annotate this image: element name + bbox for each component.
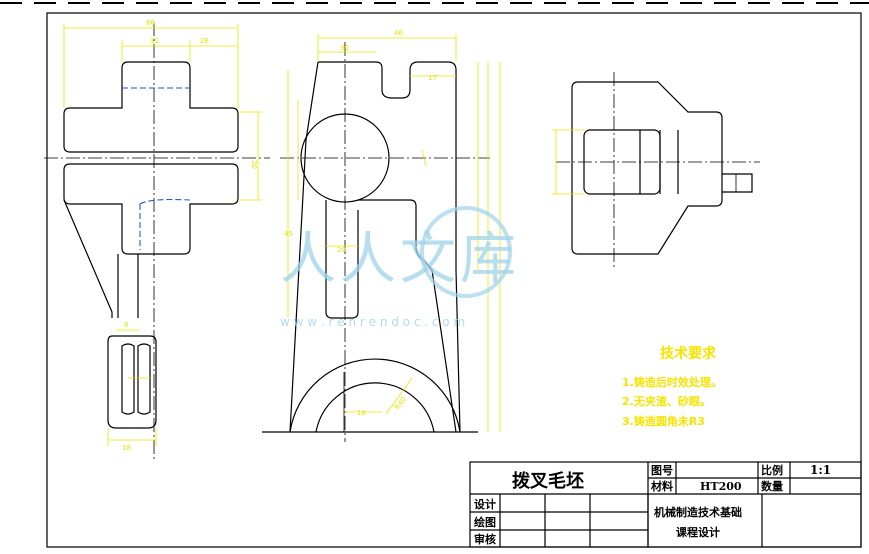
- dim-17: 17: [428, 74, 437, 82]
- tech-requirements-heading: 技术要求: [660, 345, 717, 362]
- course-name: 机械制造技术基础: [654, 505, 742, 519]
- tech-requirement-1: 1.铸造后时效处理。: [622, 375, 722, 389]
- dim-28: 28: [200, 37, 209, 45]
- dim-45: 45: [284, 230, 293, 238]
- dim-8: 8: [124, 321, 128, 329]
- drafter-label: 绘图: [474, 515, 496, 529]
- quantity-label: 数量: [761, 479, 783, 493]
- designer-label: 设计: [474, 497, 496, 511]
- material-label: 材料: [651, 479, 673, 493]
- tech-requirements: 技术要求 1.铸造后时效处理。 2.无夹渣、砂眼。 3.铸造圆角未R3: [622, 345, 722, 428]
- top-view-dimensions: [552, 129, 584, 195]
- scale-label: 比例: [761, 463, 783, 477]
- left-view-dimensions: [63, 24, 262, 446]
- material-value: HT200: [700, 480, 742, 493]
- dim-36: 36: [340, 44, 349, 52]
- dim-18-left: 18: [122, 444, 131, 452]
- left-view-dimension-text: 86 32 28 20 8 18: [122, 19, 258, 452]
- tech-requirement-3: 3.铸造圆角未R3: [622, 414, 705, 428]
- top-view: [556, 72, 760, 270]
- dim-20-side: 20: [250, 160, 258, 169]
- front-view-dimension-text: 46 36 17 45 20 18 R40: [284, 29, 437, 417]
- tech-requirement-2: 2.无夹渣、砂眼。: [622, 394, 711, 408]
- dim-86: 86: [146, 19, 155, 27]
- dim-r40: R40: [393, 395, 408, 411]
- part-title: 拨叉毛坯: [512, 470, 584, 492]
- dim-18-bottom: 18: [357, 409, 366, 417]
- reviewer-label: 审核: [474, 532, 496, 546]
- drawing-frame: [46, 12, 862, 548]
- dim-32: 32: [150, 37, 159, 45]
- dim-46: 46: [394, 29, 403, 37]
- dim-20: 20: [337, 246, 346, 254]
- drawing-number-label: 图号: [651, 464, 673, 477]
- watermark-ring: [420, 206, 512, 298]
- front-view: [262, 42, 490, 442]
- left-view-hidden-lines: [122, 87, 191, 250]
- watermark-url: w w w . r e n r e n d o c . c o m: [280, 315, 465, 329]
- watermark: 人人文库 w w w . r e n r e n d o c . c o m: [280, 206, 520, 329]
- course-design: 课程设计: [676, 525, 720, 539]
- scale-value: 1:1: [810, 463, 831, 477]
- left-view: [44, 22, 270, 462]
- title-block: [469, 461, 862, 548]
- watermark-brand: 人人文库: [280, 227, 520, 292]
- front-view-dimensions: [287, 34, 501, 432]
- title-block-text: 拨叉毛坯 图号 材料 HT200 比例 1:1 数量 设计 绘图 审核 机械制造…: [474, 463, 831, 546]
